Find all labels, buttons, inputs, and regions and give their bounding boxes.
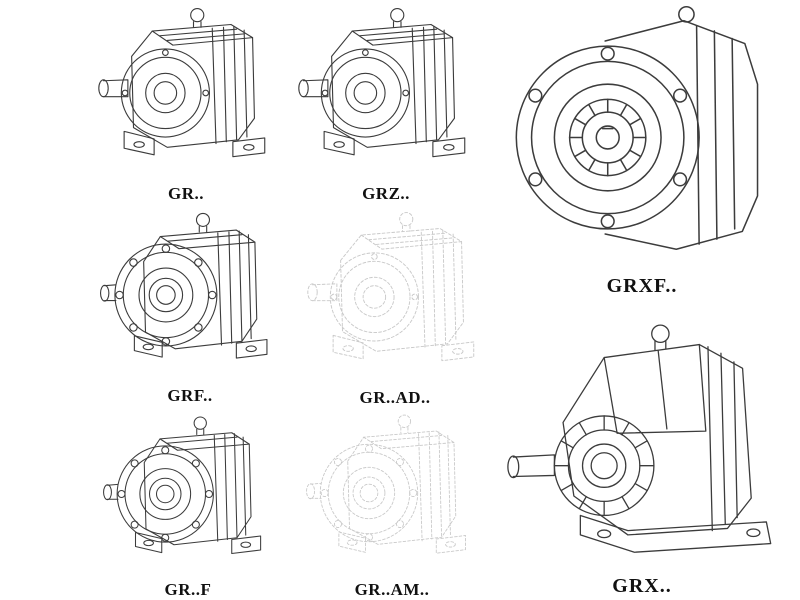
product-grf: GRF.. [90, 206, 290, 406]
product-label-gr: GR.. [168, 184, 204, 203]
product-grxf: GRXF.. [496, 2, 788, 298]
product-label-grz: GRZ.. [362, 184, 410, 203]
gearbox-adapter-ghost-iso-icon [290, 206, 500, 386]
product-gr-am: GR..AM.. [290, 408, 494, 600]
gearbox-large-shaft-iso-icon [496, 300, 788, 573]
product-gr-f: GR..F [88, 410, 288, 600]
gearbox-flange-iso-icon [90, 206, 290, 384]
gearbox-flange-front-view-icon [496, 2, 788, 273]
gearbox-inline-foot-iso-icon [86, 2, 286, 182]
product-label-gr-am: GR..AM.. [354, 580, 430, 599]
product-label-grxf: GRXF.. [606, 275, 678, 297]
product-label-grx: GRX.. [612, 575, 672, 597]
product-gr-ad: GR..AD.. [290, 206, 500, 408]
gearbox-adapter-ghost-iso-icon [290, 408, 494, 578]
product-grx: GRX.. [496, 300, 788, 598]
product-label-gr-ad: GR..AD.. [359, 388, 431, 407]
product-grz: GRZ.. [286, 2, 486, 204]
product-gr: GR.. [86, 2, 286, 204]
gearbox-inline-foot-iso-icon [286, 2, 486, 182]
product-label-gr-f: GR..F [164, 580, 212, 599]
product-label-grf: GRF.. [167, 386, 213, 405]
gearbox-flange-iso-icon [88, 410, 288, 578]
